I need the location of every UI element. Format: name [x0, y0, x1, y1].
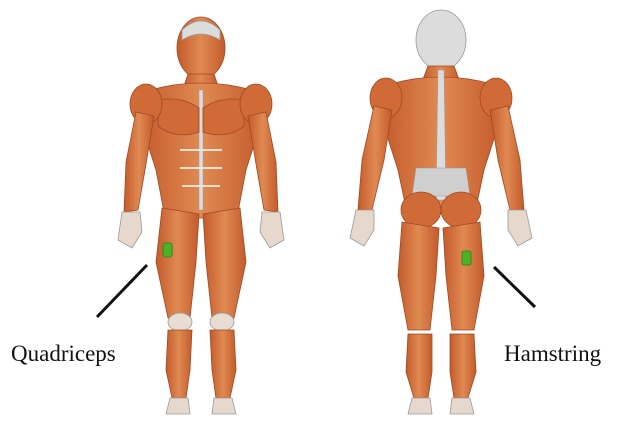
- back-head: [416, 10, 466, 70]
- back-right-thigh: [443, 222, 484, 330]
- quadriceps-label: Quadriceps: [11, 341, 116, 367]
- electrode-icon: [462, 251, 471, 265]
- back-left-arm: [358, 106, 392, 210]
- back-right-arm: [490, 106, 524, 210]
- front-muscle-figure: [118, 17, 284, 414]
- front-left-arm: [124, 112, 154, 212]
- quadriceps-pointer-line: [97, 265, 147, 317]
- front-left-thigh: [156, 208, 199, 318]
- back-left-thigh: [398, 222, 439, 330]
- hamstring-pointer-line: [494, 267, 535, 307]
- electrode-icon: [163, 243, 172, 257]
- front-right-thigh: [203, 208, 246, 318]
- hamstring-label: Hamstring: [504, 341, 601, 367]
- front-right-arm: [248, 112, 278, 212]
